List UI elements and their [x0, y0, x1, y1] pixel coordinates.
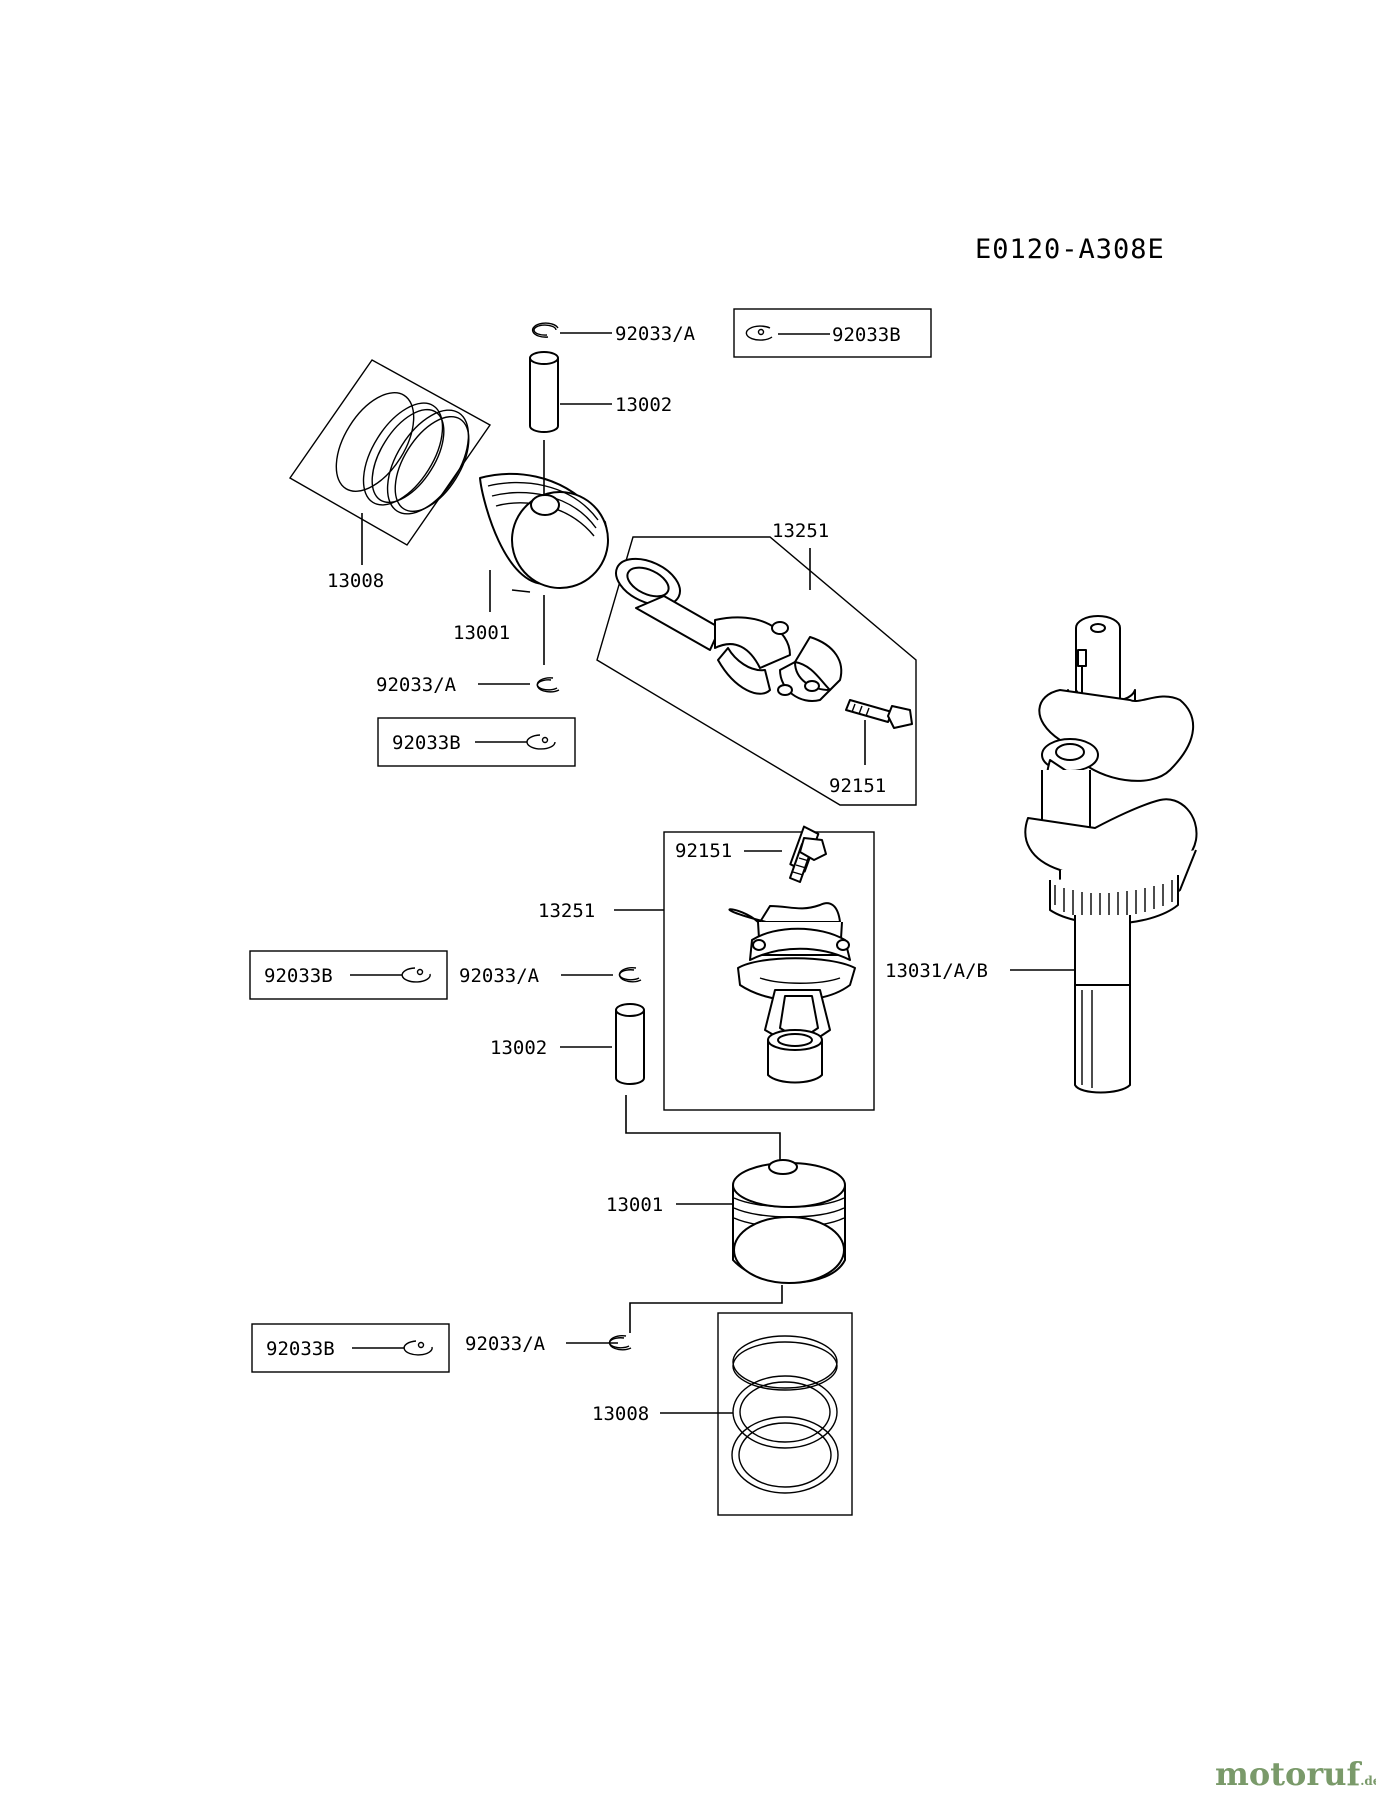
piston-icon — [732, 1159, 846, 1284]
piston-icon — [479, 473, 609, 593]
circlip-b-icon — [526, 734, 556, 750]
callout-13008-bottom: 13008 — [592, 1403, 649, 1425]
callout-92151-top: 92151 — [829, 775, 886, 797]
callout-13251-top: 13251 — [772, 520, 829, 542]
alt-part-box — [251, 1323, 450, 1373]
callout-13008-top: 13008 — [327, 570, 384, 592]
alt-part-box — [377, 717, 576, 767]
circlip-b-icon — [745, 325, 773, 341]
callout-13002-bottom: 13002 — [490, 1037, 547, 1059]
diagram-code: E0120-A308E — [975, 234, 1165, 265]
callout-92033b-top-lower: 92033B — [392, 732, 461, 754]
callout-13031: 13031/A/B — [885, 960, 988, 982]
piston-rings-icon — [731, 1335, 839, 1494]
rod-frame — [596, 536, 917, 806]
callout-92033a-top-lower: 92033/A — [376, 674, 457, 696]
watermark-text: motoruf — [1215, 1755, 1361, 1793]
piston-pin-icon — [529, 351, 559, 433]
callout-13002-top: 13002 — [615, 394, 672, 416]
circlip-icon — [531, 322, 559, 338]
circlip-icon — [608, 1335, 632, 1351]
circlip-b-icon — [401, 967, 431, 983]
rings-frame-bottom — [717, 1312, 853, 1516]
callout-92033b-top: 92033B — [832, 324, 901, 346]
callout-92033a-top: 92033/A — [615, 323, 696, 345]
rod-frame-bottom — [663, 831, 875, 1111]
alt-part-box — [733, 308, 932, 358]
circlip-b-icon — [403, 1340, 433, 1356]
bolt-icon — [845, 699, 913, 729]
piston-rings-icon — [335, 392, 470, 515]
circlip-icon — [536, 677, 560, 693]
circlip-icon — [618, 967, 642, 983]
piston-pin-icon — [615, 1003, 645, 1085]
callout-92151-bottom: 92151 — [675, 840, 732, 862]
callout-13001-top: 13001 — [453, 622, 510, 644]
watermark-tld: .de — [1360, 1774, 1376, 1788]
callout-13251-bottom: 13251 — [538, 900, 595, 922]
connecting-rod-icon — [728, 902, 856, 1084]
rings-frame — [288, 359, 492, 546]
callout-92033a-bottom-lower: 92033/A — [465, 1333, 546, 1355]
callout-92033a-bottom-upper: 92033/A — [459, 965, 540, 987]
callout-13001-bottom: 13001 — [606, 1194, 663, 1216]
bolt-icon — [789, 825, 827, 883]
connecting-rod-icon — [615, 557, 843, 702]
leader-line — [625, 1095, 781, 1160]
alt-part-box — [249, 950, 448, 1000]
callout-92033b-bottom-lower: 92033B — [266, 1338, 335, 1360]
callout-92033b-bottom-upper: 92033B — [264, 965, 333, 987]
crankshaft-icon — [1024, 615, 1198, 1094]
watermark: motoruf.de — [1215, 1755, 1376, 1793]
leader-line — [629, 1285, 783, 1333]
